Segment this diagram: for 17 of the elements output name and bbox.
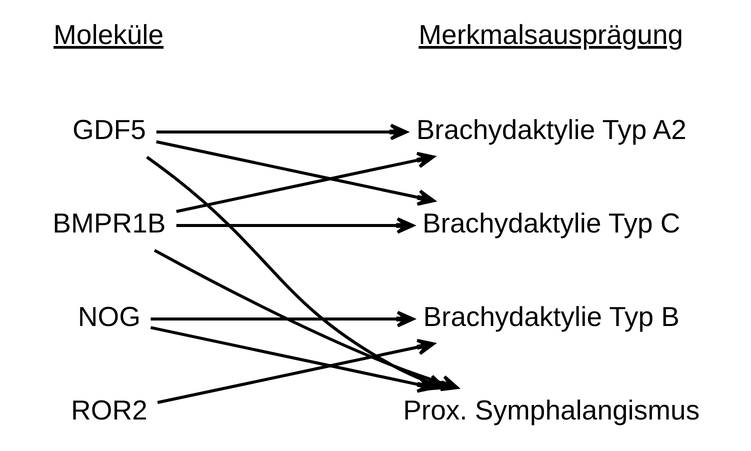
node-text: BMPR1B [52,207,166,238]
node-text: NOG [77,300,140,332]
node-text: Brachydaktylie Typ B [422,300,679,332]
arrow [176,152,434,213]
arrow [156,338,434,404]
label: Merkmalsausprägung [418,18,683,50]
node-text: Brachydaktylie Typ C [422,207,680,238]
arrow [176,217,414,234]
arrow [156,140,435,206]
node-text: Prox. Symphalangismus [402,394,700,426]
node-text: Brachydaktylie Typ A2 [416,114,686,145]
arrow [156,124,408,140]
label: Moleküle [53,18,164,50]
arrow [150,310,414,328]
node-text: ROR2 [70,394,147,426]
node-text: GDF5 [72,114,146,145]
arrow [150,326,435,393]
